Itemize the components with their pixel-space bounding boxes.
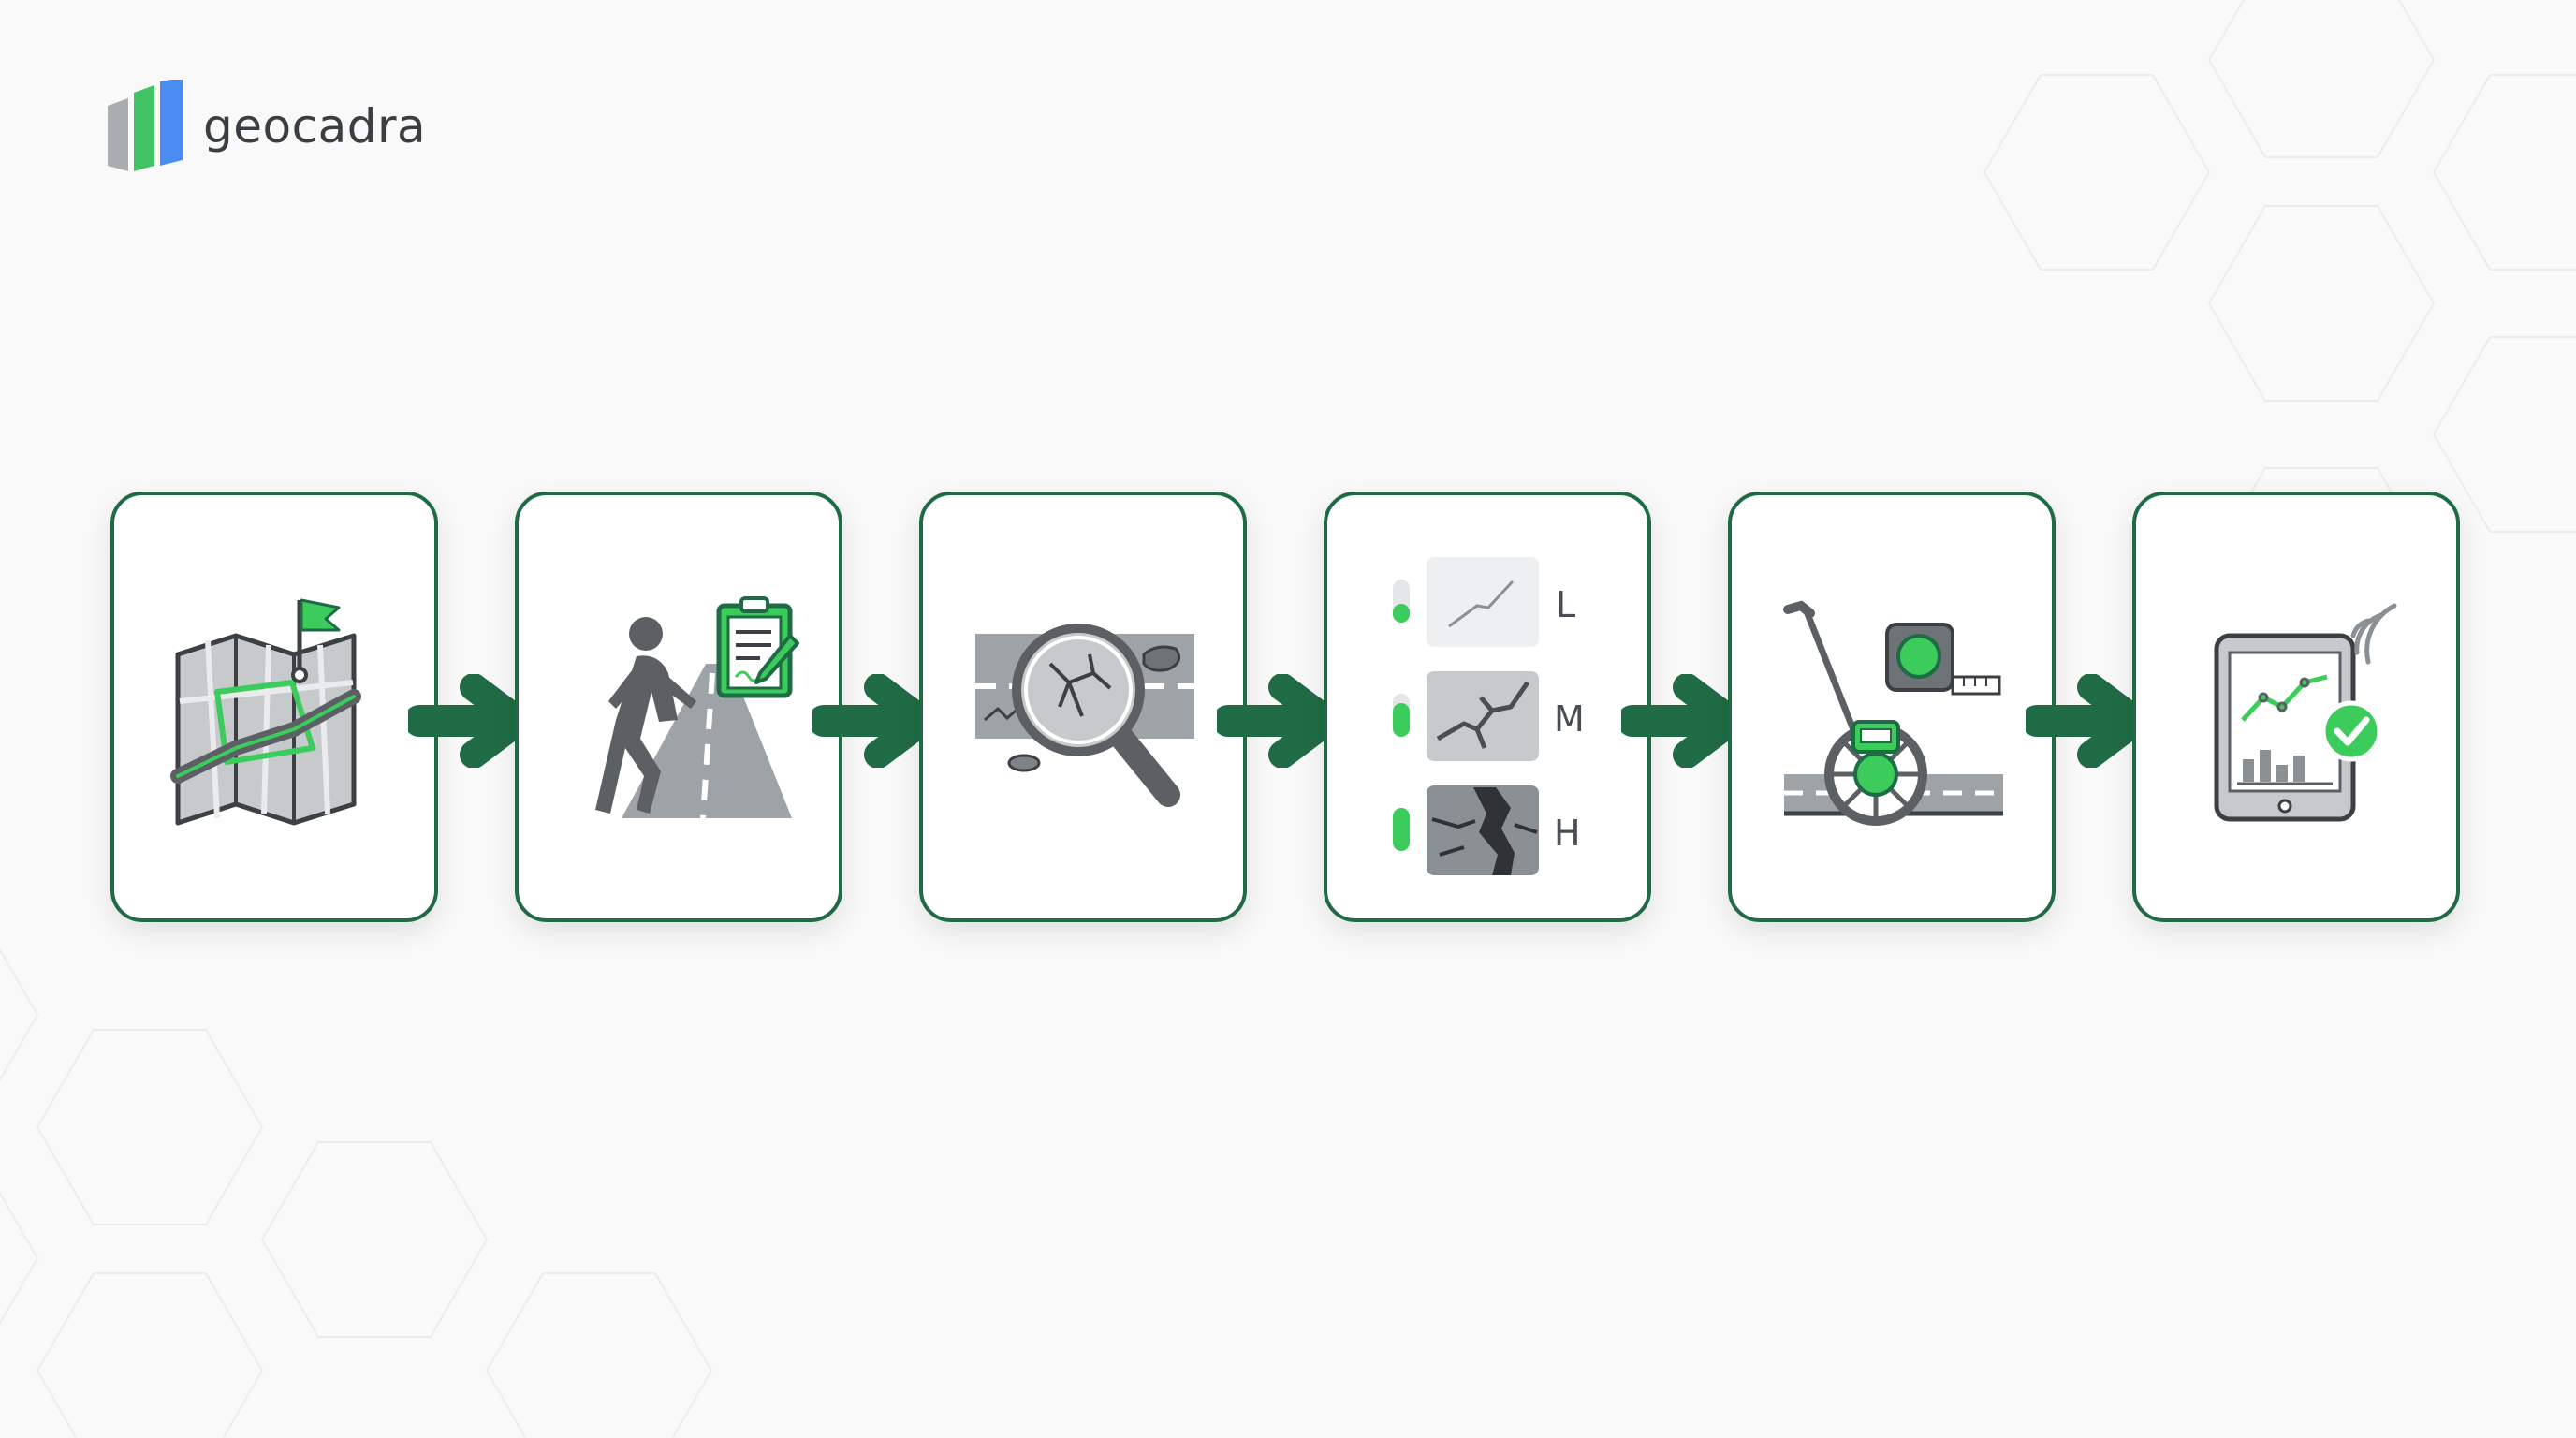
workflow-step-3-card: [919, 492, 1247, 922]
workflow-step-2-card: [515, 492, 842, 922]
workflow-step-6-card: [2132, 492, 2460, 922]
severity-level-medium: M: [1393, 671, 1585, 761]
severity-level-low: L: [1393, 557, 1575, 647]
severity-label-h: H: [1554, 813, 1581, 854]
pedestrian-survey-clipboard-icon: [595, 596, 799, 819]
workflow-step-4-card: L M H: [1324, 492, 1651, 922]
severity-label-l: L: [1556, 584, 1575, 625]
workflow-step-1-card: [110, 492, 438, 922]
tablet-report-upload-icon: [2214, 603, 2397, 822]
severity-label-m: M: [1554, 698, 1585, 740]
crack-inspection-magnifier-icon: [975, 624, 1194, 807]
brand-name: geocadra: [203, 99, 427, 154]
route-map-flag-icon: [170, 598, 361, 826]
severity-level-high: H: [1393, 785, 1581, 875]
severity-rating-icon: L M H: [1393, 557, 1585, 875]
brand-logo[interactable]: geocadra: [108, 80, 426, 173]
measuring-wheel-tape-icon: [1783, 600, 2003, 826]
geocadra-logo-icon: [108, 80, 183, 171]
workflow-step-5-card: [1728, 492, 2056, 922]
